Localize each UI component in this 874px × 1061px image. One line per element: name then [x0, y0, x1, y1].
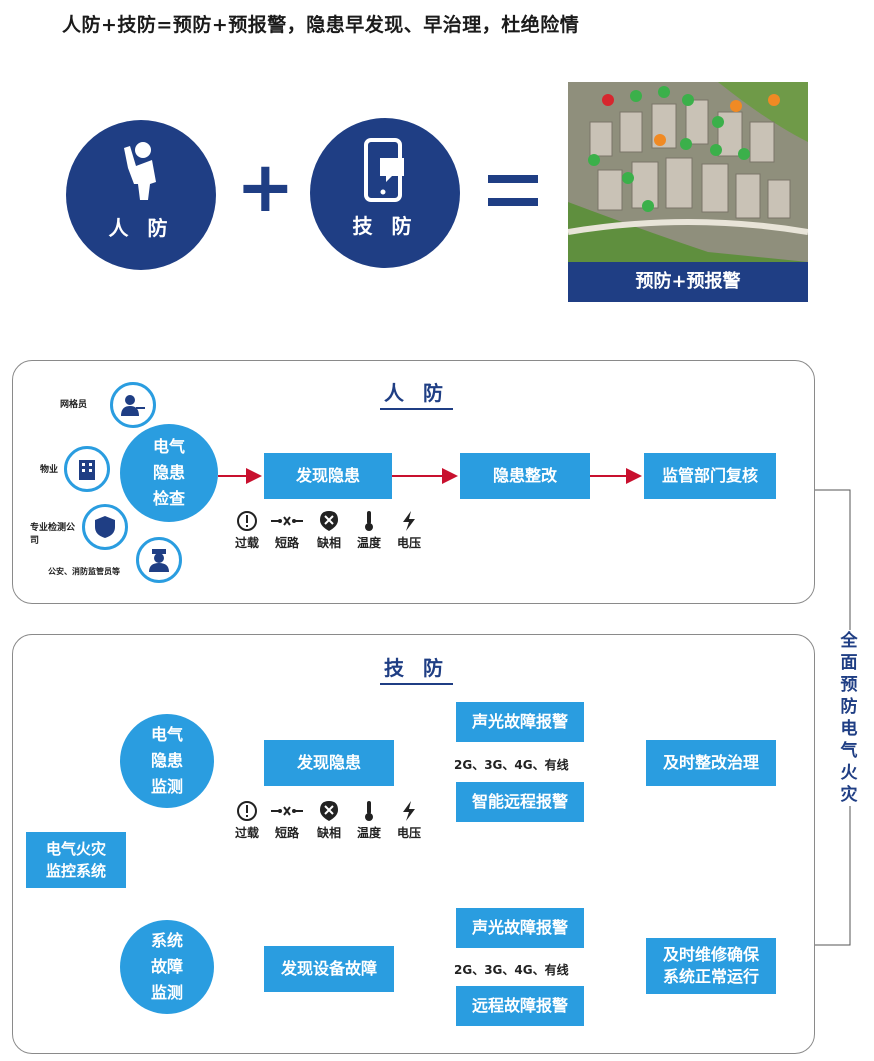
actor-inspector-ring: [82, 504, 128, 550]
side-char: 预: [840, 675, 858, 695]
side-char: 面: [840, 653, 858, 673]
map-markers: [588, 86, 780, 212]
jf-hazard-overload: 过载: [230, 800, 264, 841]
lightning-icon: [403, 511, 415, 531]
jf-hazard-temp-label: 温度: [356, 826, 381, 840]
jf-hazard-overload-label: 过载: [234, 826, 259, 840]
building-icon: [79, 460, 95, 480]
renfang-circle: 人 防: [66, 120, 216, 270]
side-char: 气: [840, 741, 858, 761]
headline: 人防+技防=预防+预报警，隐患早发现、早治理，杜绝险情: [62, 14, 580, 36]
jifang-top-line1: 电气: [150, 725, 183, 744]
actor-label-inspector: 专业检测公司: [30, 523, 76, 546]
phase-loss-icon: [320, 801, 338, 821]
jifang-circle: 技 防: [310, 118, 460, 268]
lightning-icon: [403, 801, 415, 821]
side-char: 防: [840, 697, 858, 717]
renfang-center-circle: 电气 隐患 检查: [120, 424, 218, 522]
thermometer-icon: [365, 801, 373, 821]
exclamation-icon: [237, 511, 257, 531]
result-repair-box: 及时维修确保 系统正常运行: [646, 938, 776, 994]
side-vertical-label: 全 面 预 防 电 气 火 灾: [838, 630, 860, 806]
hazard-overload-label: 过载: [234, 536, 259, 550]
equals-bar-bottom: [488, 198, 538, 206]
alarm-sound-light-top: 声光故障报警: [456, 702, 584, 742]
actor-grid-ring: [110, 382, 156, 428]
renfang-center-line2: 隐患: [152, 463, 185, 482]
short-circuit-icon: [271, 516, 303, 526]
hazard-short: 短路: [270, 510, 304, 551]
actor-label-property: 物业: [40, 465, 59, 475]
alarm-sound-light-bottom: 声光故障报警: [456, 908, 584, 948]
jifang-title: 技 防: [380, 652, 453, 685]
monitor-system-line1: 电气火灾: [45, 840, 106, 858]
jifang-top-line2: 隐患: [150, 751, 183, 770]
renfang-step-discover: 发现隐患: [264, 453, 392, 499]
result-banner: 预防+预报警: [635, 271, 741, 292]
short-circuit-icon: [271, 806, 303, 816]
monitor-system-line2: 监控系统: [45, 862, 106, 880]
hazard-phase-label: 缺相: [316, 536, 341, 550]
exclamation-icon: [237, 801, 257, 821]
jf-hazard-short: 短路: [270, 800, 304, 841]
person-waving-icon: [124, 142, 156, 200]
renfang-step-review: 监管部门复核: [644, 453, 776, 499]
renfang-step-rectify: 隐患整改: [460, 453, 590, 499]
jifang-center-bottom: 系统 故障 监测: [120, 920, 214, 1014]
result-rectify-box: 及时整改治理: [646, 740, 776, 786]
side-char: 火: [840, 763, 858, 783]
grid-worker-icon: [121, 395, 145, 416]
jifang-top-line3: 监测: [150, 777, 183, 796]
alarm-remote-smart: 智能远程报警: [456, 782, 584, 822]
jf-hazard-short-label: 短路: [274, 826, 299, 840]
hazard-voltage: 电压: [392, 510, 426, 551]
result-repair-line2: 系统正常运行: [662, 967, 759, 986]
smartphone-icon: [364, 138, 404, 202]
jifang-center-top: 电气 隐患 监测: [120, 714, 214, 808]
actor-label-grid: 网格员: [60, 400, 88, 410]
jf-hazard-phase: 缺相: [312, 800, 346, 841]
renfang-center-line1: 电气: [152, 437, 185, 456]
equals-bar-top: [488, 175, 538, 183]
actor-police-ring: [136, 537, 182, 583]
jf-hazard-temp: 温度: [352, 800, 386, 841]
jifang-bottom-line3: 监测: [150, 983, 183, 1002]
shield-icon: [95, 516, 115, 538]
phase-loss-icon: [320, 511, 338, 531]
renfang-center-line3: 检查: [152, 489, 185, 508]
hazard-phase: 缺相: [312, 510, 346, 551]
police-officer-icon: [149, 549, 169, 572]
alarm-remote-fault: 远程故障报警: [456, 986, 584, 1026]
city-aerial-image: [568, 82, 808, 262]
hazard-voltage-label: 电压: [396, 536, 421, 550]
jf-hazard-voltage-label: 电压: [396, 826, 421, 840]
jifang-step-fault: 发现设备故障: [264, 946, 394, 992]
jifang-bottom-line2: 故障: [150, 957, 183, 976]
hazard-short-label: 短路: [274, 536, 299, 550]
result-repair-line1: 及时维修确保: [662, 945, 759, 964]
city-map-card: 预防+预报警: [568, 82, 808, 302]
side-char: 电: [840, 719, 858, 739]
jf-hazard-voltage: 电压: [392, 800, 426, 841]
thermometer-icon: [365, 511, 373, 531]
jifang-bottom-line1: 系统: [150, 931, 183, 950]
actor-label-police: 公安、消防监管员等: [48, 567, 120, 576]
network-label-top: 2G、3G、4G、有线: [454, 758, 569, 772]
network-label-bottom: 2G、3G、4G、有线: [454, 963, 569, 977]
actor-property-ring: [64, 446, 110, 492]
monitor-system-box: 电气火灾 监控系统: [26, 832, 126, 888]
renfang-label: 人 防: [108, 216, 174, 240]
jifang-step-discover: 发现隐患: [264, 740, 394, 786]
side-char: 灾: [840, 785, 858, 805]
jf-hazard-phase-label: 缺相: [316, 826, 341, 840]
hazard-overload: 过载: [230, 510, 264, 551]
hazard-temp: 温度: [352, 510, 386, 551]
side-char: 全: [840, 631, 858, 651]
jifang-label: 技 防: [352, 214, 418, 238]
hazard-temp-label: 温度: [356, 536, 381, 550]
plus-sign: +: [236, 146, 295, 228]
renfang-title: 人 防: [380, 377, 453, 410]
